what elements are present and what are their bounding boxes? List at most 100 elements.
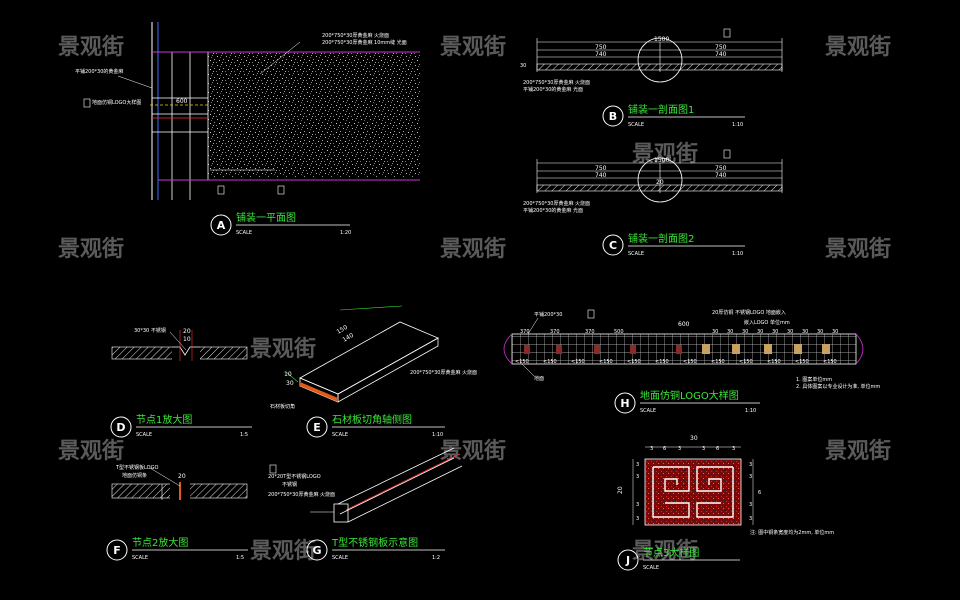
dim: 1500 — [654, 157, 669, 164]
detail-letter: B — [609, 110, 617, 123]
dim: 30 — [757, 329, 763, 335]
scale-value: 1:5 — [240, 432, 248, 438]
dim: 20 — [617, 486, 624, 494]
dim: 30 — [712, 329, 718, 335]
detail-marker-circle — [614, 392, 636, 414]
note: 不锈钢 — [282, 481, 297, 488]
detail-f-node: 20 T型不锈钢板LOGO 地面仿铜条 F 节点2放大图 SCALE 1:5 — [106, 464, 248, 561]
dim: 750 — [595, 44, 607, 51]
watermark: 景观街 — [58, 34, 124, 60]
detail-letter: F — [113, 544, 121, 557]
dim: 3 — [636, 516, 639, 522]
note: 200*750*30厚黄金麻 10mm缝 光面 — [322, 39, 407, 46]
dim: 10 — [183, 336, 191, 343]
dim: 10 — [284, 371, 292, 378]
dim: <150 — [627, 359, 641, 365]
scale-label: SCALE — [332, 432, 348, 438]
dim: 740 — [715, 172, 727, 179]
detail-letter: E — [313, 421, 321, 434]
scale-label: SCALE — [332, 555, 348, 561]
detail-letter: G — [312, 544, 321, 557]
scale-label: SCALE — [640, 408, 656, 414]
detail-letter: H — [620, 397, 629, 410]
dim: <150 — [515, 359, 529, 365]
watermark: 景观街 — [440, 236, 506, 262]
dim: <150 — [711, 359, 725, 365]
dim: <150 — [683, 359, 697, 365]
dim: 20 — [656, 179, 664, 186]
note: 地面仿铜条 — [122, 472, 147, 479]
note: 200*750*30厚黄金麻 火烧面 — [523, 200, 590, 207]
dim: 3 — [702, 446, 705, 452]
dim: 740 — [595, 51, 607, 58]
detail-c-section: 1500 750 740 750 740 20 200*750*30厚黄金麻 火… — [523, 149, 783, 257]
dim: 3 — [749, 502, 752, 508]
detail-g-tprofile: 20*20T型不锈钢LOGO 不锈钢 200*750*30厚黄金麻 火烧面 G … — [268, 447, 463, 561]
dim: <150 — [571, 359, 585, 365]
scale-label: SCALE — [643, 565, 659, 571]
note: 石材板切角 — [270, 403, 295, 410]
note: 200*750*30厚黄金麻 火烧面 — [322, 32, 389, 39]
dim-a: 600 — [176, 98, 188, 105]
detail-marker-circle — [602, 105, 624, 127]
detail-title: T型不锈钢板示意图 — [331, 536, 418, 549]
scale-value: 1:10 — [432, 432, 443, 438]
dim: <150 — [543, 359, 557, 365]
detail-e-axonometric: 150 140 10 30 200*750*30厚黄金麻 火烧面 石材板切角 E… — [270, 305, 477, 438]
dim: <150 — [739, 359, 753, 365]
dim: 740 — [715, 51, 727, 58]
watermark: 景观街 — [440, 34, 506, 60]
dim: 30 — [742, 329, 748, 335]
detail-title: 节点3大样图 — [643, 546, 699, 559]
scale-label: SCALE — [628, 251, 644, 257]
scale-value: 1:5 — [236, 555, 244, 561]
scale-label: SCALE — [236, 230, 252, 236]
detail-j-pattern: 30 3 6 3 3 6 3 20 3 3 3 3 3 3 6 3 3 注: 图… — [617, 435, 834, 571]
dim: 20 — [178, 473, 186, 480]
dim: <150 — [795, 359, 809, 365]
detail-title: 节点1放大图 — [136, 413, 192, 426]
dim: 3 — [636, 474, 639, 480]
scale-label: SCALE — [132, 555, 148, 561]
dim: 740 — [595, 172, 607, 179]
dim: 370 — [550, 329, 560, 335]
watermark: 景观街 — [825, 34, 891, 60]
dim: 6 — [716, 446, 719, 452]
scale-label: SCALE — [136, 432, 152, 438]
note: 地面仿铜LOGO大样图 — [92, 99, 141, 106]
note: 2. 具体图案以专业设计为准, 单位mm — [796, 383, 880, 390]
detail-title: 地面仿铜LOGO大样图 — [640, 389, 739, 402]
dim: 150 — [336, 324, 350, 336]
detail-title: 铺装一剖面图2 — [628, 232, 694, 245]
watermark: 景观街 — [58, 236, 124, 262]
dim: 3 — [749, 462, 752, 468]
scale-value: 1:10 — [745, 408, 756, 414]
dim: 3 — [636, 502, 639, 508]
dim: 30 — [817, 329, 823, 335]
detail-letter: C — [609, 239, 617, 252]
detail-letter: A — [217, 219, 226, 232]
detail-marker-circle — [306, 416, 328, 438]
dim: 30 — [787, 329, 793, 335]
scale-value: 1:10 — [732, 251, 743, 257]
dim: 3 — [650, 446, 653, 452]
dim: 750 — [715, 44, 727, 51]
detail-marker-circle — [306, 539, 328, 561]
dim: 3 — [678, 446, 681, 452]
dim: 30 — [727, 329, 733, 335]
dim: 750 — [595, 165, 607, 172]
dim: 140 — [342, 332, 356, 344]
detail-marker-circle — [106, 539, 128, 561]
note: 20*20T型不锈钢LOGO — [268, 473, 321, 480]
detail-letter: D — [116, 421, 125, 434]
dim: 500 — [614, 329, 624, 335]
dim: <150 — [767, 359, 781, 365]
note: 1. 图案单位mm — [796, 376, 832, 383]
watermark: 景观街 — [825, 236, 891, 262]
detail-b-section: 1500 750 740 750 740 30 200*750*30厚黄金麻 火… — [520, 28, 783, 128]
dim: 30 — [690, 435, 698, 442]
note: T型不锈钢板LOGO — [115, 464, 158, 471]
dim: 3 — [749, 516, 752, 522]
dim: <150 — [599, 359, 613, 365]
